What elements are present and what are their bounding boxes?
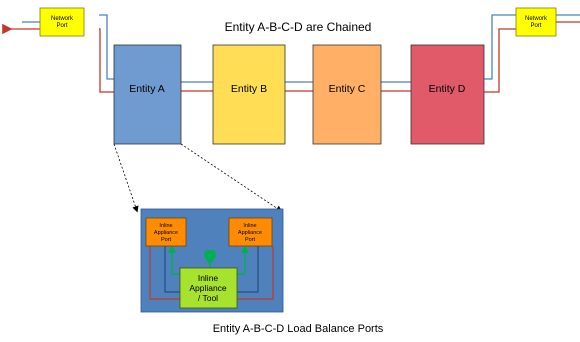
detail-port-right: Inline Appliance Port (228, 217, 273, 247)
detail-port-right-line1: Inline (243, 223, 256, 229)
entity-c: Entity C (312, 44, 382, 145)
entity-b-label: Entity B (231, 83, 267, 95)
zoom-arrows (113, 143, 283, 213)
detail-port-left-line2: Appliance (154, 230, 178, 236)
entity-d: Entity D (410, 44, 485, 145)
detail-port-left: Inline Appliance Port (145, 217, 187, 247)
entity-d-label: Entity D (429, 83, 466, 95)
left-port-to-a-red (99, 28, 114, 93)
d-to-right-port-red (484, 28, 516, 93)
entity-c-label: Entity C (329, 83, 366, 95)
tool-line2: Appliance (189, 283, 227, 293)
d-to-right-port-blue (484, 14, 516, 80)
left-port-to-a-blue (99, 14, 114, 80)
network-port-right: Network Port (515, 7, 557, 37)
detail-blue-right (237, 246, 259, 293)
tool-line3: / Tool (198, 293, 218, 303)
network-port-left-line2: Port (56, 23, 67, 29)
detail-port-right-line3: Port (245, 237, 256, 243)
tool-line1: Inline (198, 273, 219, 283)
detail-blue-left (164, 246, 180, 293)
heart-icon (204, 249, 216, 264)
inline-appliance-tool: Inline Appliance / Tool (179, 267, 238, 309)
detail-port-left-line3: Port (161, 237, 172, 243)
entity-b: Entity B (212, 44, 286, 145)
network-port-left-line1: Network (51, 16, 74, 22)
diagram-caption: Entity A-B-C-D Load Balance Ports (213, 323, 384, 335)
zoom-arrow-right (180, 143, 283, 212)
diagram-title: Entity A-B-C-D are Chained (225, 20, 372, 34)
network-port-right-line2: Port (530, 23, 541, 29)
entity-a: Entity A (113, 44, 182, 145)
network-port-right-line1: Network (525, 16, 548, 22)
network-port-left: Network Port (39, 7, 85, 37)
chain-connections (2, 14, 580, 93)
detail-green-right (237, 245, 249, 275)
detail-panel: Inline Appliance Port Inline Appliance P… (140, 208, 284, 313)
detail-port-left-line1: Inline (159, 223, 172, 229)
detail-green-left (168, 245, 180, 275)
zoom-arrow-left (113, 143, 139, 213)
entity-a-label: Entity A (129, 83, 165, 95)
detail-port-right-line2: Appliance (238, 230, 262, 236)
